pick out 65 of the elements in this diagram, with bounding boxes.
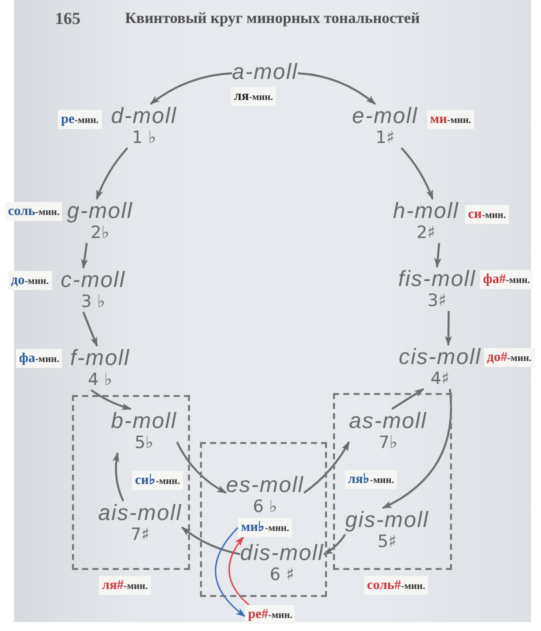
- arrow: [391, 388, 424, 410]
- arrow: [82, 312, 98, 347]
- key-signature: 6 ♯: [270, 565, 294, 585]
- key-name-label: ля#-мин.: [99, 576, 151, 595]
- key-name: a-moll: [232, 60, 298, 84]
- key-name-label: ре-мин.: [58, 110, 102, 129]
- key-name-label: си♭-мин.: [132, 471, 183, 490]
- key-signature: 5♭: [134, 433, 154, 453]
- arrow: [214, 527, 246, 618]
- key-signature: 1 ♭: [132, 128, 156, 148]
- dashed-group-box: [200, 442, 327, 597]
- key-name: cis-moll: [398, 345, 482, 369]
- page-number: 165: [55, 9, 80, 29]
- arrow: [444, 310, 452, 346]
- key-name: es-moll: [226, 473, 304, 497]
- key-signature: 4♯: [430, 369, 450, 389]
- key-name: f-moll: [70, 346, 130, 370]
- key-name-label: ми-мин.: [427, 110, 474, 129]
- arrow: [181, 526, 240, 556]
- key-signature: 2♭: [90, 223, 110, 243]
- key-name: e-moll: [352, 104, 418, 128]
- key-name-label: до-мин.: [8, 271, 52, 290]
- key-name: ais-moll: [98, 501, 182, 525]
- arrow: [298, 72, 376, 105]
- arrow: [150, 72, 232, 105]
- key-name-label: ре#-мин.: [245, 605, 296, 624]
- key-signature: 6 ♭: [252, 497, 278, 517]
- key-name: fis-moll: [398, 267, 476, 291]
- page-title: Квинтовый круг минорных тональностей: [125, 10, 420, 28]
- key-signature: 2♯: [416, 223, 436, 243]
- key-name: gis-moll: [345, 508, 429, 532]
- arrow: [400, 147, 434, 200]
- key-signature: 1♯: [375, 128, 395, 148]
- key-signature: 5♯: [377, 532, 397, 552]
- key-name: h-moll: [393, 199, 459, 223]
- arrow: [96, 147, 128, 200]
- key-name-label: соль-мин.: [5, 202, 62, 221]
- key-name-label: ми♭-мин.: [238, 518, 292, 537]
- key-signature: 3 ♭: [80, 292, 106, 312]
- arrow: [434, 242, 442, 268]
- key-signature: 7♭: [378, 433, 398, 453]
- key-name: dis-moll: [240, 541, 324, 565]
- arrow: [112, 452, 124, 502]
- arrow: [90, 389, 132, 410]
- key-name-label: си-мин.: [465, 205, 509, 224]
- key-name: b-moll: [111, 409, 177, 433]
- key-name: as-moll: [349, 409, 427, 433]
- key-signature: 4 ♭: [88, 370, 112, 390]
- key-signature: 3♯: [427, 291, 447, 311]
- arrow: [323, 534, 346, 556]
- arrow: [228, 536, 250, 606]
- key-name-label: ля♭-мин.: [345, 470, 398, 489]
- arrow: [382, 388, 452, 509]
- arrow: [81, 242, 88, 269]
- key-name: d-moll: [111, 104, 177, 128]
- key-name-label: до#-мин.: [484, 348, 535, 367]
- key-signature: 7♯: [130, 525, 150, 545]
- key-name: c-moll: [60, 268, 126, 292]
- arrow: [303, 441, 350, 494]
- key-name: g-moll: [67, 199, 133, 223]
- arrow: [176, 442, 227, 494]
- key-name-label: фа#-мин.: [480, 270, 534, 289]
- key-name-label: фа-мин.: [16, 349, 62, 368]
- key-name-label: соль#-мин.: [364, 576, 428, 595]
- key-name-label: ля-мин.: [231, 87, 276, 106]
